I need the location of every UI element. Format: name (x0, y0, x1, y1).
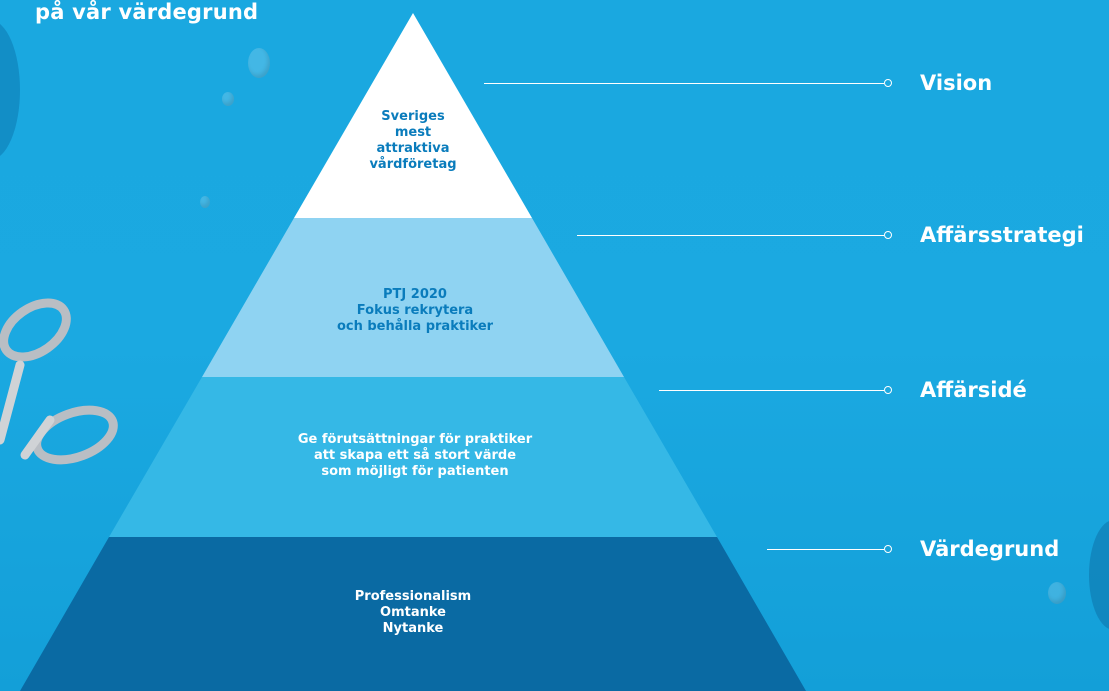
water-drop (248, 48, 270, 78)
tier-text-vision: Sveriges mest attraktiva vårdföretag (369, 109, 457, 172)
callout-dot-affarsstrategi (884, 231, 892, 239)
tier-text-affarsstrategi: PTJ 2020 Fokus rekrytera och behålla pra… (336, 287, 494, 334)
water-drop (1048, 582, 1066, 604)
callout-line-vardegrund (767, 549, 884, 550)
tier-text-vardegrund: Professionalism Omtanke Nytanke (354, 589, 472, 636)
callout-label-vision: Vision (920, 71, 993, 95)
callout-dot-vardegrund (884, 545, 892, 553)
pyramid-tier-vardegrund (20, 537, 806, 691)
callout-label-vardegrund: Värdegrund (920, 537, 1060, 561)
callout-line-affarside (659, 390, 884, 391)
water-drop (222, 92, 234, 106)
pyramid-tier-vision (294, 13, 532, 218)
page-heading: på vår värdegrund (35, 0, 259, 24)
callout-dot-vision (884, 79, 892, 87)
callout-label-affarside: Affärsidé (920, 378, 1027, 402)
callout-label-affarsstrategi: Affärsstrategi (920, 223, 1084, 247)
callout-line-affarsstrategi (577, 235, 884, 236)
pyramid-tier-affarsstrategi (202, 218, 624, 377)
water-drop (200, 196, 210, 208)
callout-line-vision (484, 83, 884, 84)
callout-dot-affarside (884, 386, 892, 394)
tier-text-affarside: Ge förutsättningar för praktiker att ska… (297, 432, 533, 479)
pyramid-tier-affarside (109, 377, 717, 537)
